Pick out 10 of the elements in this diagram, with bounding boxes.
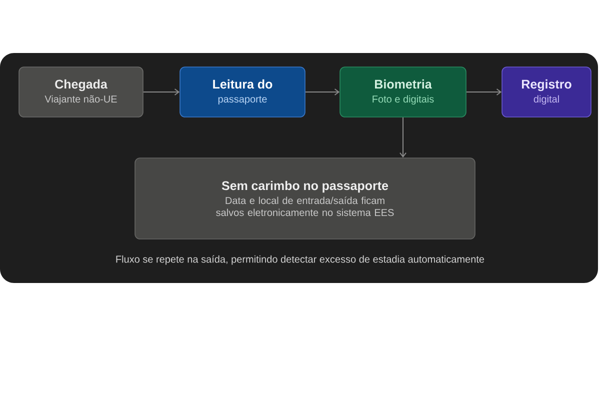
process-box: Registro digital [502, 66, 592, 118]
process-box: Leitura do passaporte [180, 66, 306, 118]
process-box: Chegada Viajante não-UE [18, 66, 144, 118]
process-box: Biometria Foto e digitais [340, 66, 466, 118]
arrow [142, 88, 180, 96]
note: Fluxo se repete na saída, permitindo detectar excesso de estadia automaticamente [116, 255, 484, 265]
process-box: Sem carimbo no passaporte Data e local de entrada/saída ficam salvos eletronicamente no sistema EES [134, 158, 476, 240]
arrow [466, 88, 502, 96]
arrow [304, 88, 340, 96]
arrow [400, 116, 406, 158]
